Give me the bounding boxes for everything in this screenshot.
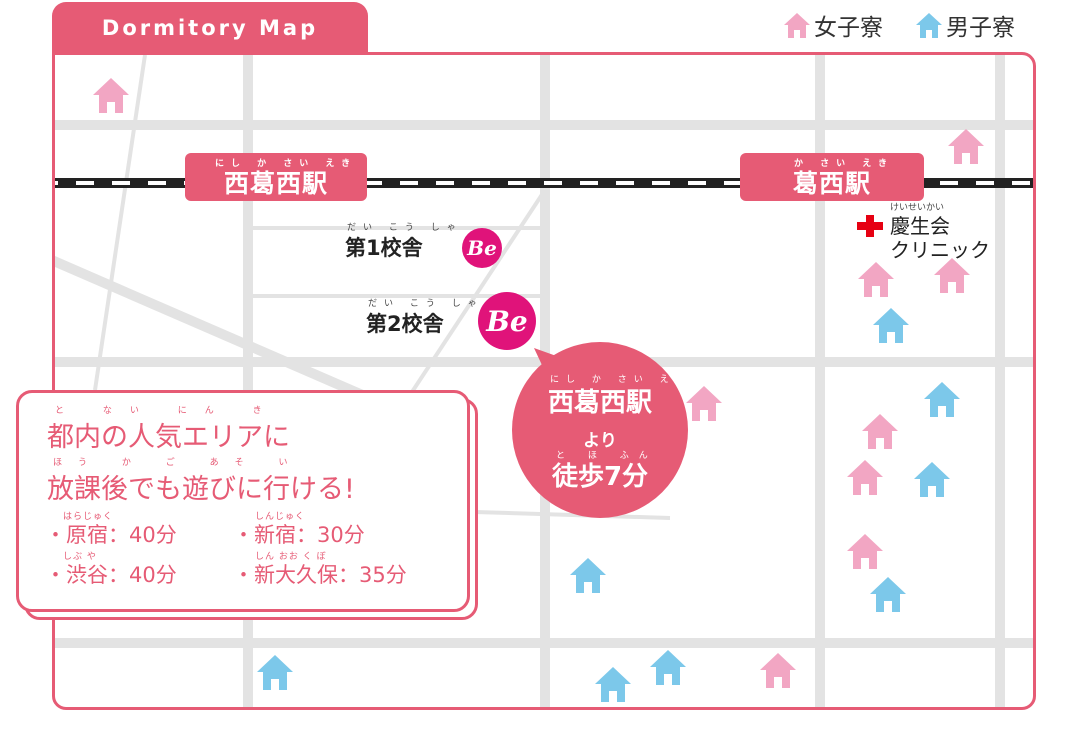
callout-line1-ruby: と ない にん き (55, 406, 280, 416)
station-kasai[interactable]: か さい えき 葛西駅 (740, 153, 924, 201)
campus-2-logo: Be (486, 304, 528, 338)
access-shinokubo: ・新大久保：35分 (233, 563, 407, 587)
male-dorm-house-icon (870, 577, 906, 612)
legend-female-label: 女子寮 (814, 15, 883, 41)
male-dorm-house-icon (257, 655, 293, 690)
be-logo-icon: Be (462, 228, 502, 268)
male-dorm-house-icon (924, 382, 960, 417)
bubble-walk-time: 徒歩7分 (551, 462, 649, 492)
female-dorm-house-icon (686, 386, 722, 421)
station-nishikasai-name: 西葛西駅 (223, 169, 328, 198)
red-cross-icon (857, 213, 883, 237)
clinic[interactable]: けいせいかい 慶生会 クリニック (890, 203, 990, 262)
campus-2-label: 第2校舎 (366, 312, 444, 336)
male-dorm-house-icon (650, 650, 686, 685)
female-dorm-house-icon (858, 262, 894, 297)
male-dorm-house-icon (914, 462, 950, 497)
legend-male-label: 男子寮 (946, 15, 1015, 41)
access-shibuya: ・渋谷：40分 (45, 563, 177, 587)
access-shinjuku: ・新宿：30分 (233, 523, 365, 547)
callout-line1: 都内の人気エリアに (47, 422, 290, 453)
map-title: Dormitory Map (101, 16, 319, 40)
female-dorm-house-icon (760, 653, 796, 688)
male-house-icon (916, 13, 942, 38)
bubble-station: 西葛西駅 (547, 388, 652, 418)
station-nishikasai[interactable]: にし か さい えき 西葛西駅 (185, 153, 367, 201)
station-nishikasai-ruby: にし か さい えき (215, 159, 358, 169)
callout-line2-ruby: ほう か ご あそ い (53, 458, 304, 468)
clinic-name-line1: 慶生会 (890, 214, 950, 238)
campus-1-label: 第1校舎 (345, 236, 423, 260)
female-dorm-house-icon (847, 534, 883, 569)
legend-female: 女子寮 (782, 8, 883, 42)
access-callout: と ない にん き 都内の人気エリアに ほう か ご あそ い 放課後でも遊びに… (16, 390, 470, 612)
male-dorm-house-icon (570, 558, 606, 593)
bubble-walk-ruby: と ほ ふん (556, 451, 658, 461)
legend-male: 男子寮 (914, 8, 1015, 42)
clinic-ruby: けいせいかい (890, 203, 945, 213)
map-title-tab: Dormitory Map (52, 2, 368, 54)
access-harajuku: ・原宿：40分 (45, 523, 177, 547)
female-dorm-house-icon (934, 258, 970, 293)
access-shinokubo-ruby: しん おお く ぼ (255, 552, 327, 562)
campus-2-ruby: だい こう しゃ (368, 299, 484, 309)
bubble-station-ruby: にし か さい えき (550, 375, 692, 385)
be-logo-icon: Be (478, 292, 536, 350)
female-dorm-house-icon (862, 414, 898, 449)
access-shinjuku-ruby: しんじゅく (255, 512, 306, 522)
male-dorm-house-icon (595, 667, 631, 702)
campus-1-ruby: だい こう しゃ (347, 223, 463, 233)
male-dorm-house-icon (873, 308, 909, 343)
female-dorm-house-icon (93, 78, 129, 113)
female-dorm-house-icon (948, 129, 984, 164)
campus-1-logo: Be (467, 236, 497, 260)
access-shibuya-ruby: しぶ や (63, 552, 97, 562)
clinic-name-line2: クリニック (890, 238, 990, 262)
walk-time-bubble: にし か さい えき 西葛西駅 より と ほ ふん 徒歩7分 (512, 342, 688, 518)
access-harajuku-ruby: はらじゅく (63, 512, 114, 522)
female-dorm-house-icon (847, 460, 883, 495)
callout-line2: 放課後でも遊びに行ける! (47, 474, 355, 505)
bubble-yori: より (583, 431, 617, 451)
station-kasai-ruby: か さい えき (794, 159, 894, 169)
station-kasai-name: 葛西駅 (792, 169, 871, 198)
female-house-icon (784, 13, 810, 38)
